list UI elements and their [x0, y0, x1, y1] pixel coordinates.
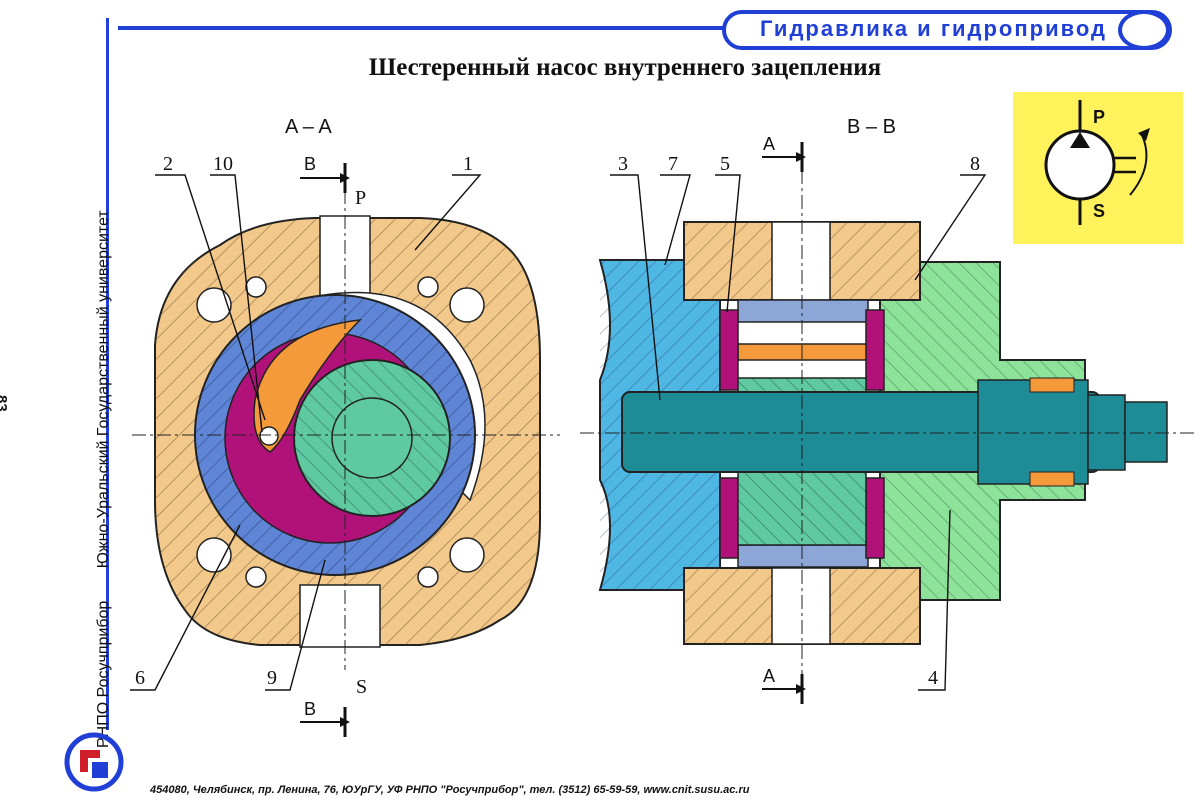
bolt-hole-top-right	[449, 287, 485, 323]
svg-text:B: B	[304, 154, 316, 174]
crescent-separator	[253, 319, 363, 453]
bolt-hole-bottom-right	[449, 537, 485, 573]
leader-lines	[130, 174, 987, 691]
shaft-seal	[1029, 377, 1075, 393]
callout-2: 2	[163, 153, 173, 175]
cut-marker-b-bottom: B	[300, 699, 350, 737]
bolt-hole-bottom-left	[196, 537, 232, 573]
footer-address: 454080, Челябинск, пр. Ленина, 76, ЮУрГУ…	[150, 784, 750, 796]
port-label-suction: S	[356, 676, 367, 698]
bearing-upper	[737, 299, 869, 323]
callout-9: 9	[267, 667, 277, 689]
svg-text:A: A	[763, 134, 775, 154]
section-label-right: B – B	[847, 116, 896, 138]
callout-5: 5	[720, 153, 730, 175]
header-badge-text: Гидравлика и гидропривод	[760, 16, 1107, 41]
header-badge	[722, 10, 1172, 50]
pump-symbol-icon	[1044, 129, 1116, 201]
university-logo-icon	[64, 732, 124, 792]
section-a-a-view	[132, 190, 560, 670]
section-b-b-view	[580, 145, 1195, 700]
side-plate-right-bottom	[865, 477, 885, 559]
callout-4: 4	[928, 667, 938, 689]
svg-text:A: A	[763, 666, 775, 686]
bearing-lower	[737, 544, 869, 568]
cut-marker-b-top: B	[300, 154, 350, 193]
sidebar-line	[106, 18, 109, 730]
hydraulic-symbol: P S	[1013, 92, 1183, 244]
crescent-section	[737, 343, 869, 361]
symbol-label-p: P	[1093, 107, 1105, 127]
page-title: Шестеренный насос внутреннего зацепления	[368, 54, 882, 81]
side-plate-left-bottom	[719, 477, 739, 559]
callout-8: 8	[970, 153, 980, 175]
rotation-arrow-icon	[1129, 134, 1148, 196]
callout-1: 1	[463, 153, 473, 175]
callout-3: 3	[618, 153, 628, 175]
port-pressure-channel	[319, 215, 371, 297]
cut-marker-a-bottom: A	[762, 666, 806, 704]
port-suction-channel	[299, 584, 381, 648]
side-plate-left-top	[719, 309, 739, 391]
callout-10: 10	[213, 153, 233, 175]
section-label-left: A – A	[285, 116, 332, 138]
callout-6: 6	[135, 667, 145, 689]
header-badge-circle	[1118, 10, 1170, 50]
side-plate-right-top	[865, 309, 885, 391]
svg-text:B: B	[304, 699, 316, 719]
symbol-label-s: S	[1093, 201, 1105, 221]
callout-7: 7	[668, 153, 678, 175]
header-line	[118, 26, 724, 30]
cut-marker-a-top: A	[762, 134, 806, 172]
port-label-pressure: P	[355, 187, 366, 209]
bolt-hole-top-left	[196, 287, 232, 323]
